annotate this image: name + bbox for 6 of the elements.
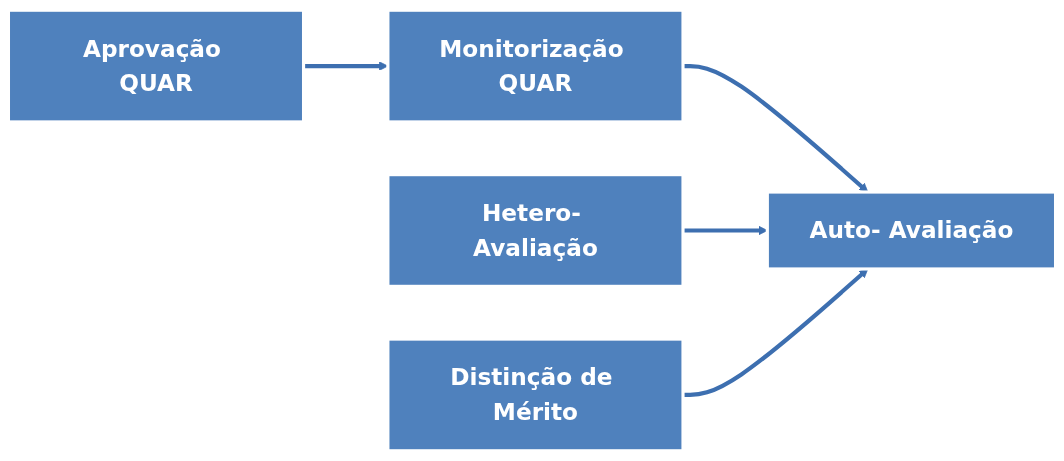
arrow <box>683 268 869 398</box>
node-box: Hetero- Avaliação <box>386 173 685 288</box>
arrow <box>683 63 869 193</box>
node-box: Monitorização QUAR <box>386 8 685 124</box>
arrow <box>683 225 768 236</box>
node-box: Distinção de Mérito <box>386 337 685 453</box>
